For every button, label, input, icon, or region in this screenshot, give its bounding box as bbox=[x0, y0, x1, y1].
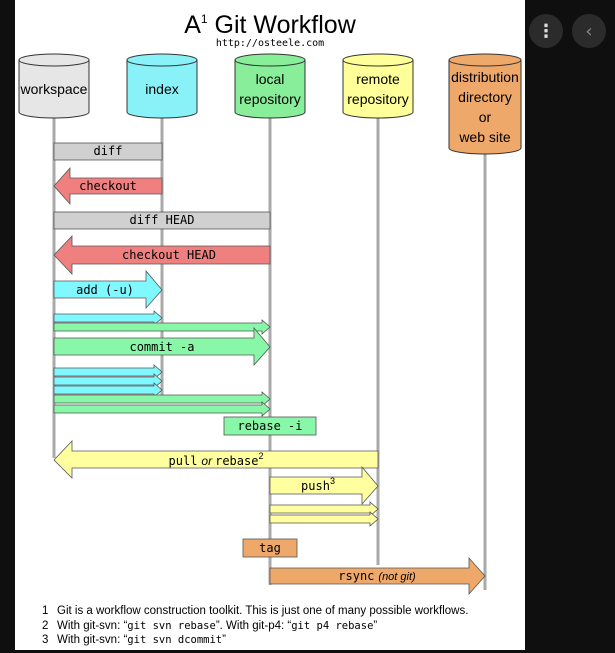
op-add-thin-2 bbox=[53, 364, 163, 380]
cylinders: workspace index local repository remote repos… bbox=[18, 53, 522, 155]
op-add-thin-1 bbox=[53, 310, 163, 326]
cylinder-label-distribution-1: directory bbox=[458, 89, 512, 105]
cylinder-remote: remote repository bbox=[342, 53, 414, 119]
footnote-3-num: 3 bbox=[42, 634, 48, 646]
cylinder-top-remote bbox=[342, 53, 414, 67]
more-options-button[interactable]: ⋮ bbox=[529, 14, 563, 48]
footnote-3-text: With git-svn: “git svn dcommit” bbox=[57, 634, 226, 646]
op-diff bbox=[53, 142, 163, 161]
cylinder-label-remote-0: remote bbox=[356, 71, 400, 87]
cylinder-local: local repository bbox=[234, 53, 306, 119]
footnotes: 1 Git is a workflow construction toolkit… bbox=[42, 605, 468, 646]
cylinder-label-local-0: local bbox=[256, 71, 285, 87]
footnote-1-num: 1 bbox=[42, 605, 48, 617]
cylinder-top-workspace bbox=[18, 53, 90, 67]
op-checkout bbox=[53, 166, 163, 206]
cylinder-body-local bbox=[234, 59, 306, 119]
back-button[interactable]: ‹ bbox=[572, 14, 606, 48]
op-add bbox=[53, 269, 163, 310]
op-push-thin-1 bbox=[269, 501, 379, 517]
cylinder-top-index bbox=[126, 53, 198, 67]
cylinder-label-remote-1: repository bbox=[347, 91, 408, 107]
op-diff-head bbox=[53, 211, 271, 230]
diagram-url: http://osteele.com bbox=[216, 38, 324, 49]
cylinder-top-distribution bbox=[448, 53, 522, 67]
op-rsync-label: rsync(not git) bbox=[338, 569, 416, 583]
footnote-1-text: Git is a workflow construction toolkit. … bbox=[57, 605, 468, 617]
op-push-label: push3 bbox=[301, 476, 335, 493]
op-rsync bbox=[269, 556, 486, 596]
cylinder-label-workspace-0: workspace bbox=[20, 81, 88, 97]
op-checkout-head bbox=[53, 234, 271, 276]
cylinder-index: index bbox=[126, 53, 198, 119]
cylinder-body-distribution bbox=[448, 59, 522, 155]
cylinder-label-index-0: index bbox=[145, 81, 178, 97]
op-push bbox=[269, 465, 379, 506]
cylinder-workspace: workspace bbox=[18, 53, 90, 119]
chevron-left-icon: ‹ bbox=[585, 20, 593, 42]
cylinder-top-local bbox=[234, 53, 306, 67]
cylinder-body-remote bbox=[342, 59, 414, 119]
op-add-label: add (-u) bbox=[76, 283, 134, 297]
cylinder-label-local-1: repository bbox=[239, 91, 300, 107]
op-diff-head-label: diff HEAD bbox=[129, 213, 194, 227]
cylinder-body-workspace bbox=[18, 59, 90, 119]
op-diff-label: diff bbox=[94, 144, 123, 158]
op-tag-label: tag bbox=[259, 541, 281, 555]
op-tag bbox=[242, 538, 298, 558]
op-push-thin-2 bbox=[269, 511, 379, 527]
diagram-title: A1 Git Workflow bbox=[184, 11, 356, 39]
cylinder-distribution: distribution directory or web site bbox=[448, 53, 522, 155]
op-commit bbox=[53, 326, 271, 367]
op-rebase bbox=[223, 416, 317, 436]
op-checkout-head-label: checkout HEAD bbox=[122, 248, 216, 262]
footnote-2-num: 2 bbox=[42, 620, 48, 632]
op-add-thin-3 bbox=[53, 373, 163, 389]
vertical-ellipsis-icon: ⋮ bbox=[537, 20, 555, 42]
op-commit-thin-1 bbox=[53, 319, 271, 335]
cylinder-label-distribution-0: distribution bbox=[451, 69, 519, 85]
op-add-thin-4 bbox=[53, 382, 163, 398]
footnote-2-text: With git-svn: “git svn rebase”. With git… bbox=[57, 620, 377, 632]
op-checkout-label: checkout bbox=[79, 179, 137, 193]
cylinder-body-index bbox=[126, 59, 198, 119]
op-commit-thin-2 bbox=[53, 391, 271, 407]
cylinder-label-distribution-2: or bbox=[479, 109, 492, 125]
operations: diff checkout diff HEAD checkout HEAD ad… bbox=[53, 142, 486, 596]
op-pull bbox=[53, 439, 379, 479]
git-workflow-diagram: A1 Git Workflow http://osteele.com works… bbox=[18, 11, 522, 646]
op-commit-label: commit -a bbox=[129, 340, 194, 354]
op-rebase-label: rebase -i bbox=[237, 419, 302, 433]
cylinder-label-distribution-3: web site bbox=[458, 129, 511, 145]
op-commit-thin-3 bbox=[53, 401, 271, 417]
